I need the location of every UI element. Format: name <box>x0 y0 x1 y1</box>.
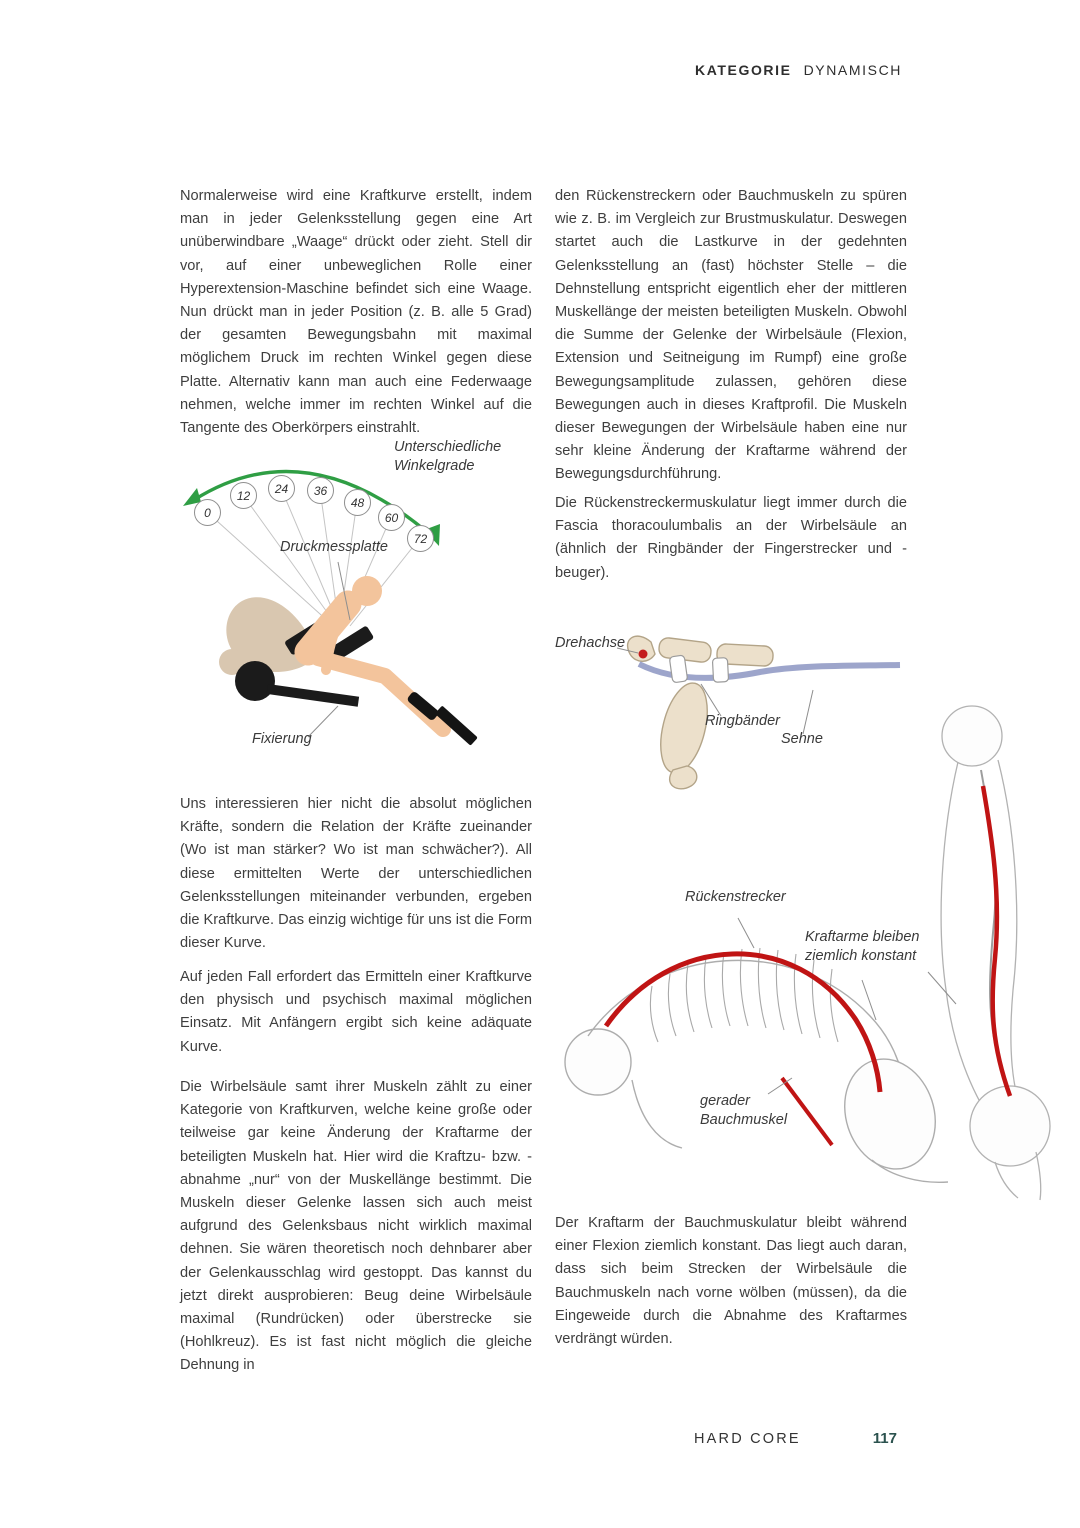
running-head: KATEGORIE DYNAMISCH <box>695 62 902 78</box>
machine-frame <box>235 661 360 707</box>
spine-flexion-illustration <box>564 705 1051 1201</box>
figure-label-angle-degrees: Unterschiedliche Winkelgrade <box>394 439 502 474</box>
angle-marker: 0 <box>194 499 221 526</box>
label-leader-lines <box>307 561 351 738</box>
figure-label-pressure-plate: Druckmessplatte <box>280 539 388 555</box>
angle-marker: 48 <box>344 489 371 516</box>
flexed-skeleton <box>564 959 949 1184</box>
angle-marker: 12 <box>230 482 257 509</box>
book-title: HARD CORE <box>693 1431 801 1447</box>
page-number: 117 <box>872 1430 897 1447</box>
figure-label-moment-arms: Kraftarme bleiben ziemlich konstant <box>805 929 920 964</box>
standing-spine-red-line <box>980 785 1013 1097</box>
finger-tendon-illustration <box>616 635 901 790</box>
angle-marker: 60 <box>378 504 405 531</box>
figure-finger-tendon: Drehachse Ringbänder Sehne <box>555 598 905 798</box>
figure-label-ring-ligaments: Ringbänder <box>705 713 780 729</box>
figure-label-fixation: Fixierung <box>252 731 312 747</box>
standing-skeleton <box>940 705 1051 1201</box>
body-paragraph: den Rückenstreckern oder Bauchmuskeln zu… <box>555 188 907 483</box>
category-value: DYNAMISCH <box>803 62 902 78</box>
body-paragraph: Auf jeden Fall erfordert das Ermitteln e… <box>180 969 532 1055</box>
rotation-axis-dot <box>638 649 648 659</box>
body-paragraph: Die Wirbelsäule samt ihrer Muskeln zählt… <box>180 1079 532 1374</box>
figure-label-rotation-axis: Drehachse <box>555 635 626 651</box>
label-leader-lines <box>737 917 957 1095</box>
figure-label-tendon: Sehne <box>781 731 823 747</box>
body-paragraph: Die Rückenstreckermuskulatur liegt immer… <box>555 495 907 581</box>
body-paragraph: Der Kraftarm der Bauchmuskulatur bleibt … <box>555 1215 907 1348</box>
hyperextension-illustration <box>183 469 478 745</box>
abdominal-muscle-red-line <box>780 1076 834 1147</box>
back-extensor-red-line <box>603 951 883 1093</box>
body-paragraph: Uns interessieren hier nicht die absolut… <box>180 796 533 952</box>
angle-marker: 72 <box>407 525 434 552</box>
figure-hyperextension: 0 12 24 36 48 60 72 Unterschiedliche Win… <box>180 438 530 760</box>
angle-leader-lines <box>206 487 421 627</box>
body-paragraph: Normalerweise wird eine Kraftkurve erste… <box>180 188 532 437</box>
figure-label-back-extensor: Rückenstrecker <box>685 889 786 905</box>
ankle-pads-and-footplate <box>407 692 478 745</box>
ring-ligaments <box>669 654 730 683</box>
page-footer: HARD CORE 117 <box>694 1430 897 1447</box>
label-leader-lines <box>616 647 814 735</box>
angle-marker: 24 <box>268 475 295 502</box>
angle-marker: 36 <box>307 477 334 504</box>
finger-bones <box>626 635 774 790</box>
category-label: KATEGORIE <box>694 62 792 78</box>
figure-spine-flexion: Rückenstrecker Kraftarme bleiben ziemlic… <box>540 690 1080 1205</box>
figure-label-abdominal: gerader Bauchmuskel <box>700 1093 788 1128</box>
